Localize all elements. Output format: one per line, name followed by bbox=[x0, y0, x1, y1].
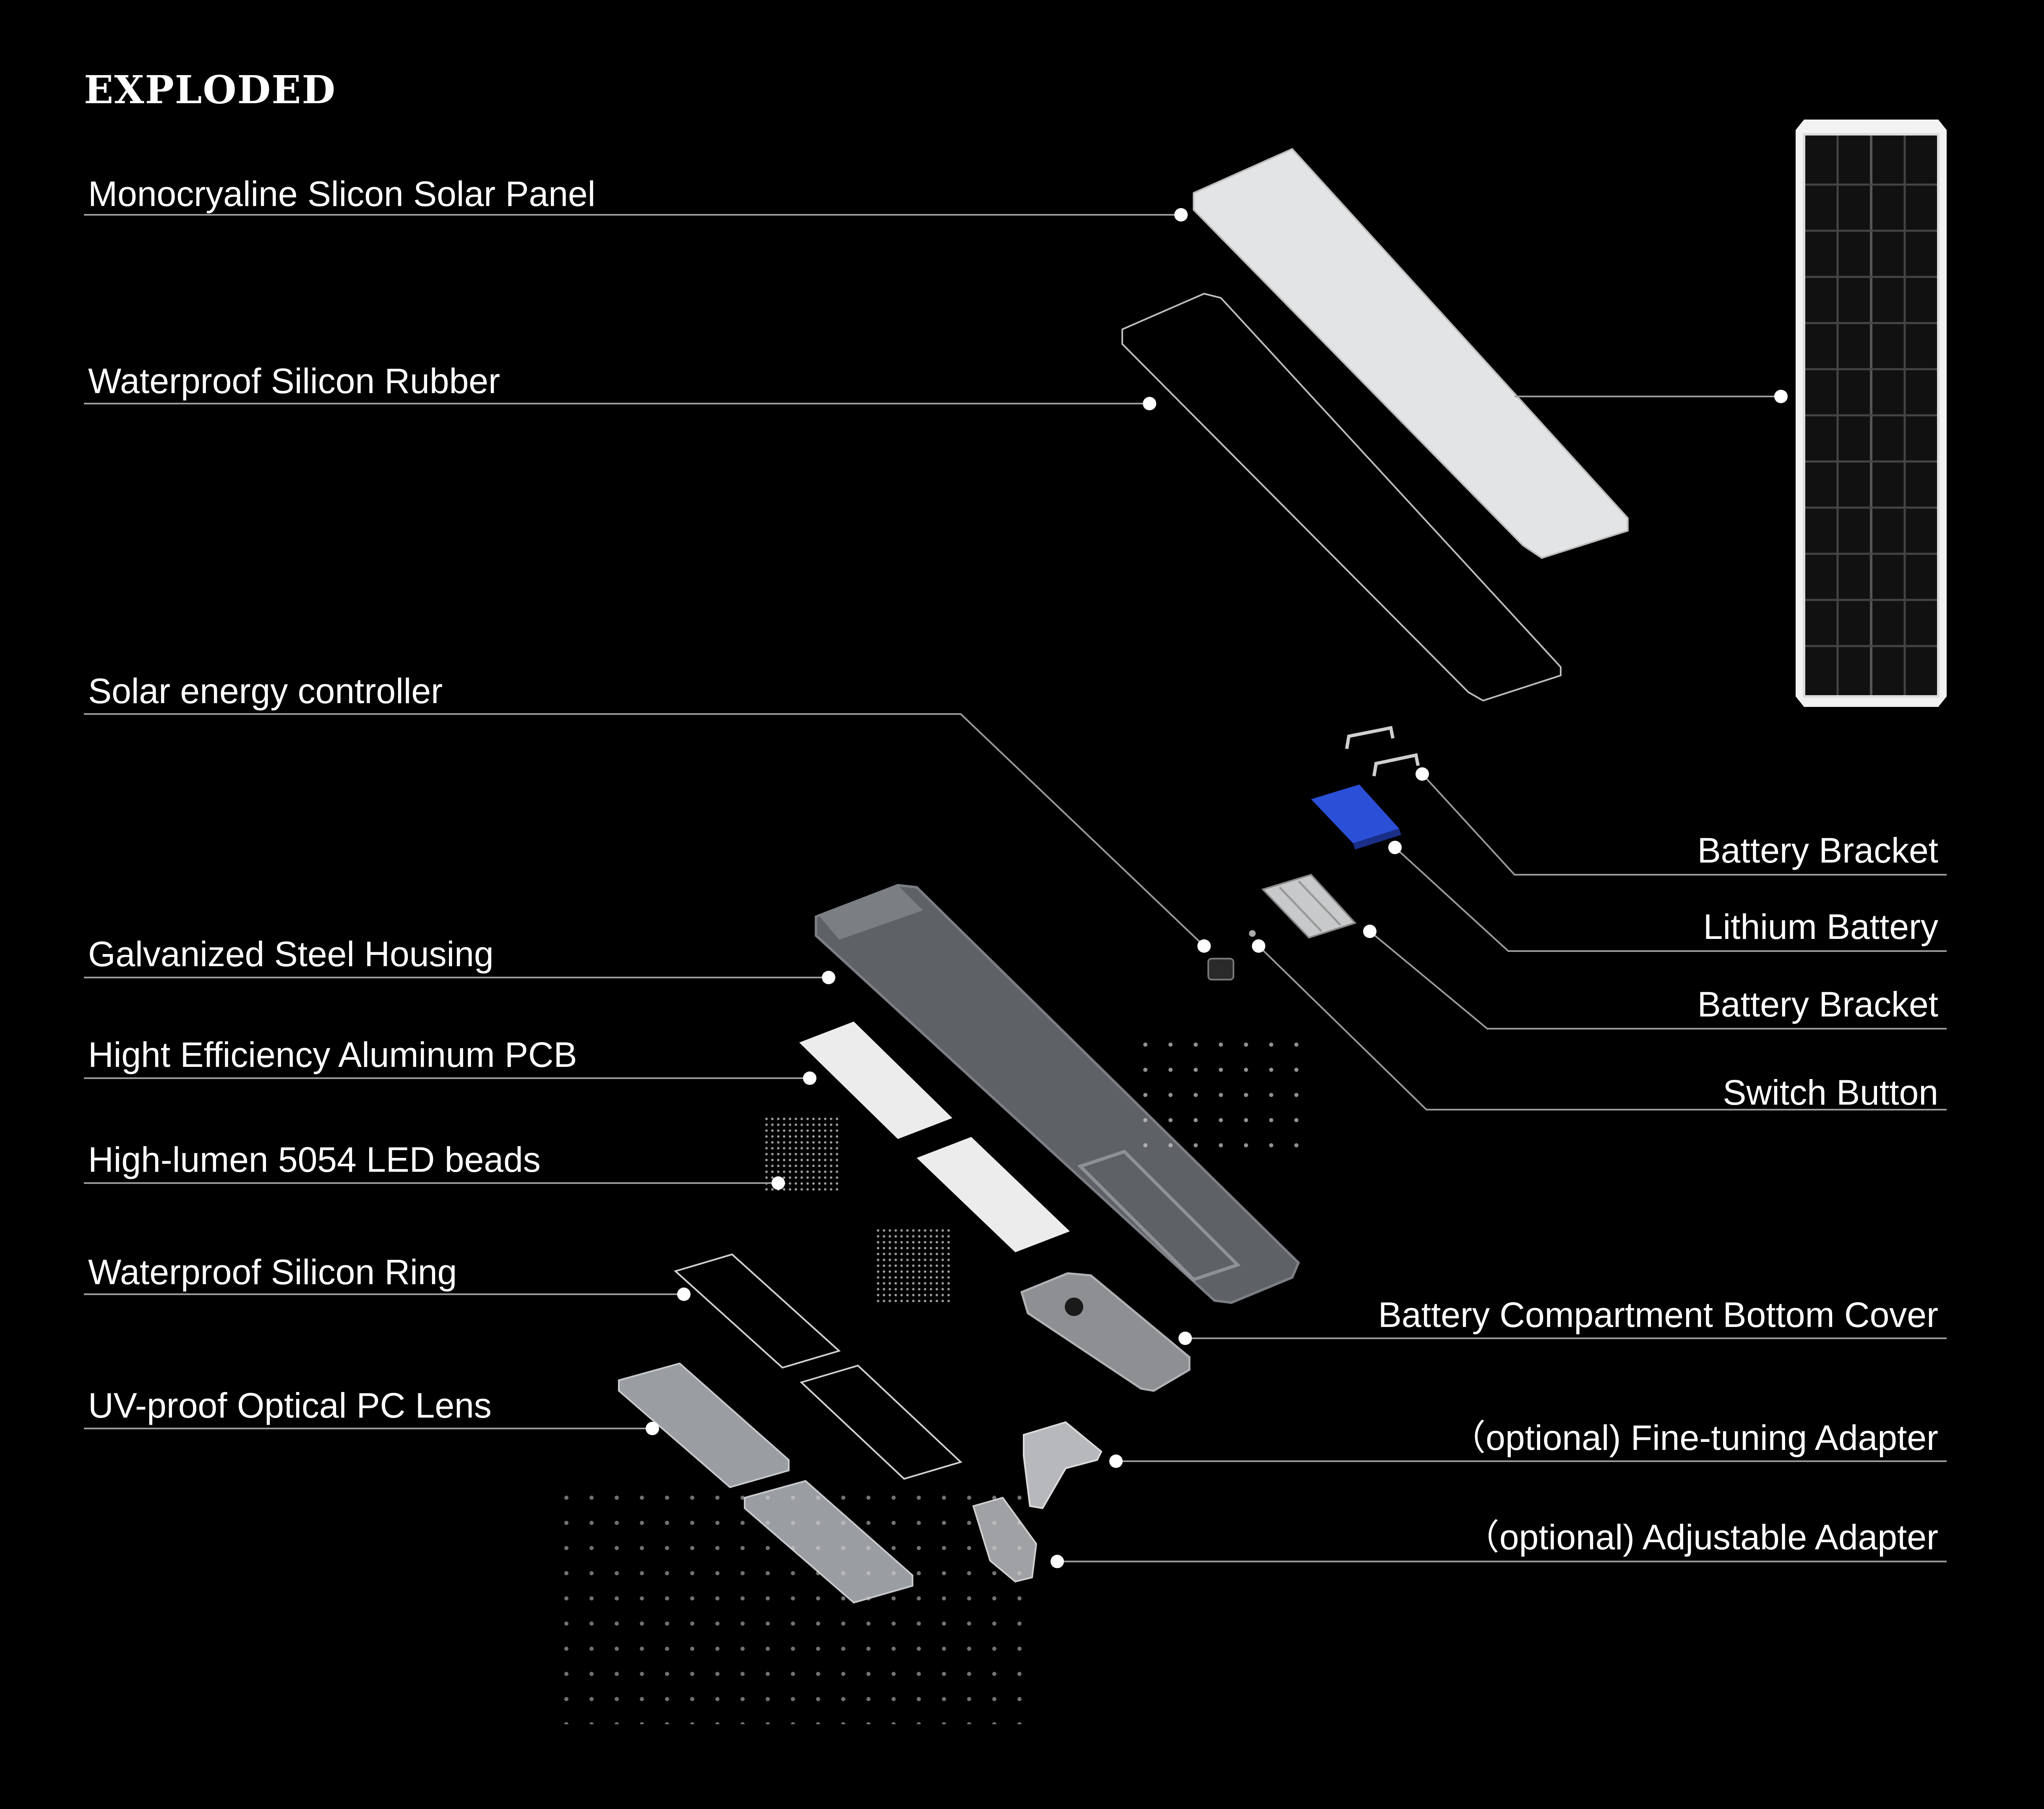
label-housing: Galvanized Steel Housing bbox=[88, 934, 494, 974]
silicon-ring-outlines bbox=[674, 1253, 962, 1480]
label-bottom-cover: Battery Compartment Bottom Cover bbox=[1378, 1295, 1938, 1335]
label-battery-bracket-top: Battery Bracket bbox=[1697, 831, 1938, 870]
label-led-beads: High-lumen 5054 LED beads bbox=[88, 1140, 541, 1179]
label-adjustable-adapter: （optional) Adjustable Adapter bbox=[1464, 1517, 1938, 1557]
label-solar-panel: Monocryaline Slicon Solar Panel bbox=[88, 174, 596, 214]
leader-dots bbox=[646, 208, 1788, 1568]
label-pcb: Hight Efficiency Aluminum PCB bbox=[88, 1035, 577, 1074]
label-battery-bracket-bottom: Battery Bracket bbox=[1697, 985, 1938, 1024]
page-title: EXPLODED bbox=[84, 67, 336, 112]
label-fine-tuning-adapter: （optional) Fine-tuning Adapter bbox=[1450, 1418, 1938, 1457]
battery-bracket-plate bbox=[1261, 873, 1357, 939]
label-silicon-ring: Waterproof Silicon Ring bbox=[88, 1252, 457, 1292]
solar-panel-angled bbox=[1193, 148, 1629, 559]
label-switch-button: Switch Button bbox=[1723, 1073, 1938, 1112]
battery-bracket-wires bbox=[1345, 726, 1420, 777]
steel-housing bbox=[815, 884, 1300, 1304]
screw-scatter bbox=[554, 1032, 1301, 1724]
solar-panel-front-view bbox=[1796, 120, 1947, 707]
switch-and-controller bbox=[1207, 930, 1262, 980]
label-silicon-rubber: Waterproof Silicon Rubber bbox=[88, 361, 500, 401]
led-bead-clusters bbox=[764, 1116, 952, 1305]
leader-lines bbox=[84, 214, 1947, 1562]
lithium-battery bbox=[1311, 785, 1401, 850]
label-controller: Solar energy controller bbox=[88, 671, 443, 711]
label-pc-lens: UV-proof Optical PC Lens bbox=[88, 1386, 492, 1425]
battery-compartment-bottom-cover bbox=[1020, 1272, 1191, 1392]
label-lithium-battery: Lithium Battery bbox=[1703, 907, 1938, 946]
silicon-rubber-outline bbox=[1121, 292, 1562, 702]
aluminum-pcb-plates bbox=[799, 1022, 1070, 1252]
